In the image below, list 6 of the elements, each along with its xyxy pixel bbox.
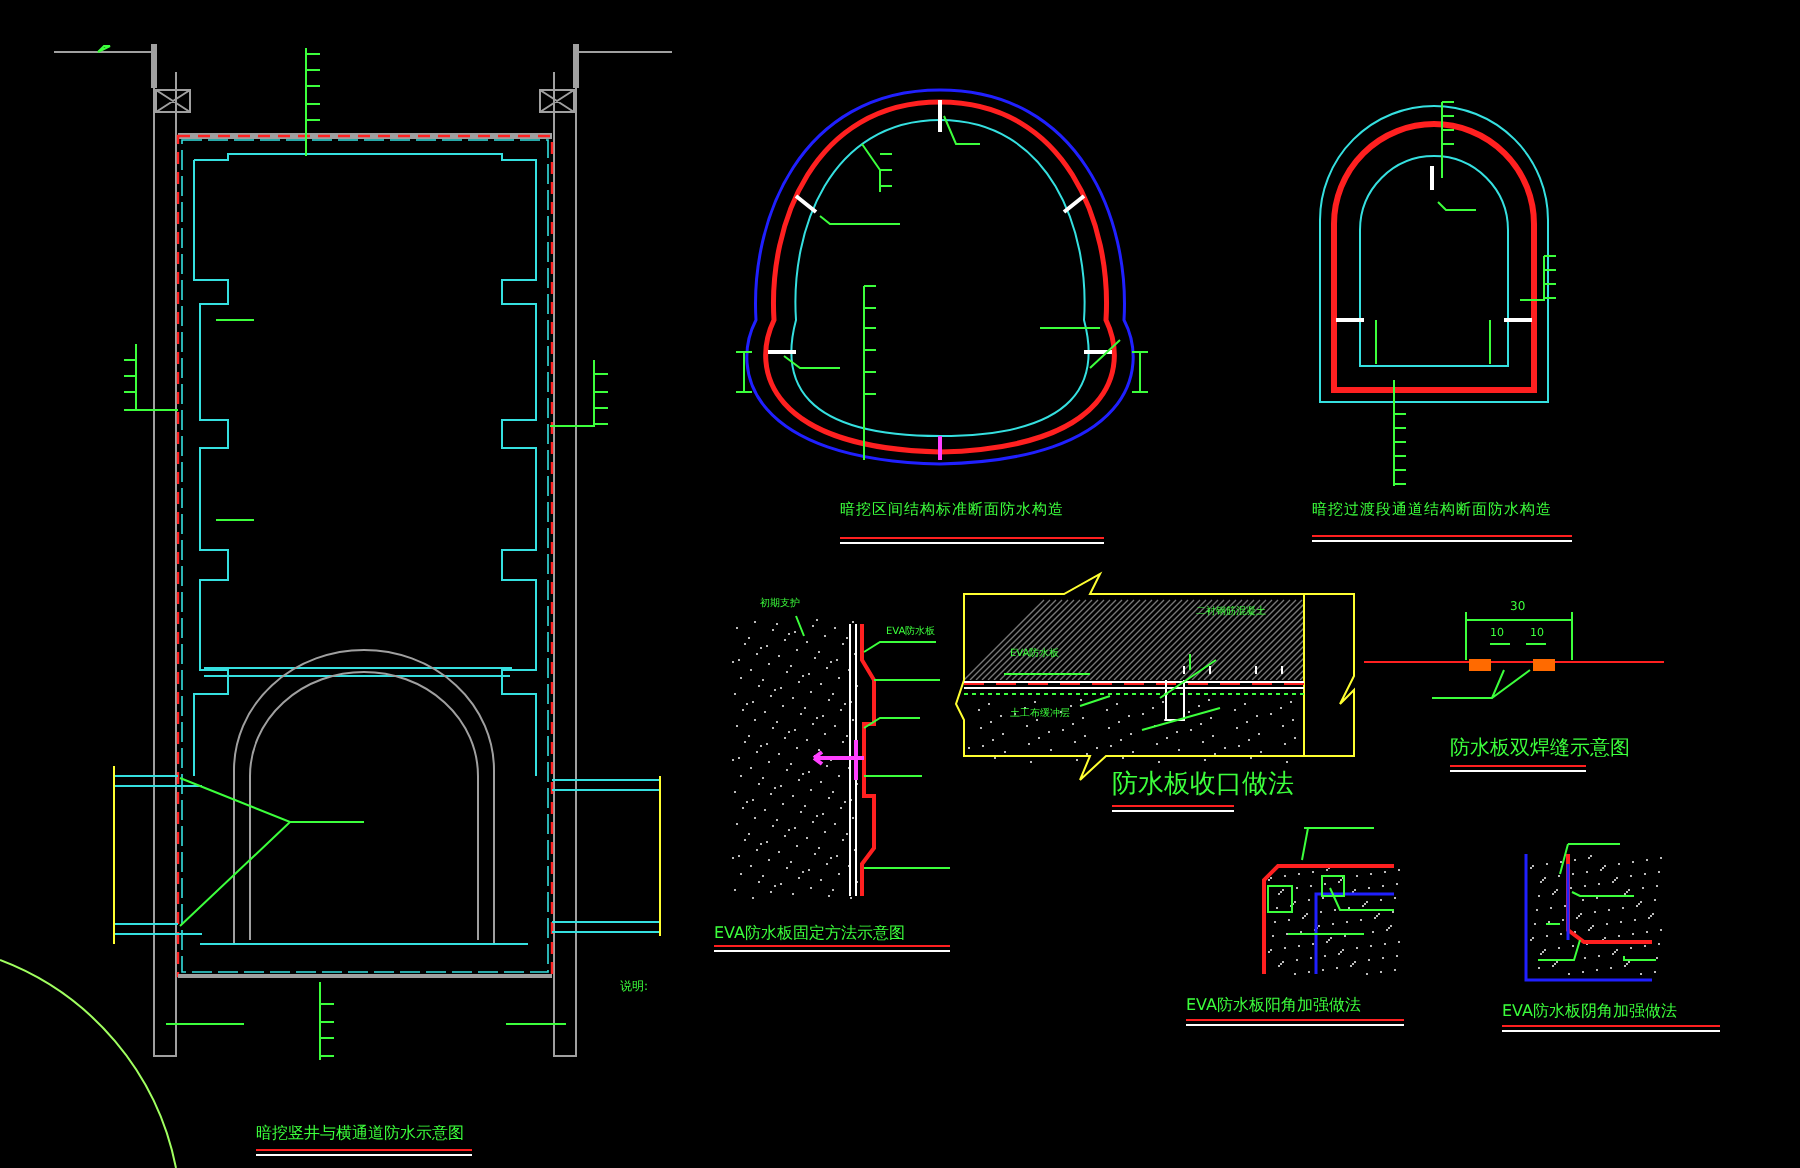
drawing-title: 防水板收口做法	[1112, 772, 1294, 798]
drawing-title: EVA防水板固定方法示意图	[714, 926, 905, 942]
drawing-title: EVA防水板阳角加强做法	[1186, 998, 1361, 1014]
drawing-title: EVA防水板阴角加强做法	[1502, 1004, 1677, 1020]
drawing-title: 暗挖竖井与横通道防水示意图	[256, 1126, 464, 1142]
drawing-title: 防水板双焊缝示意图	[1450, 740, 1630, 760]
